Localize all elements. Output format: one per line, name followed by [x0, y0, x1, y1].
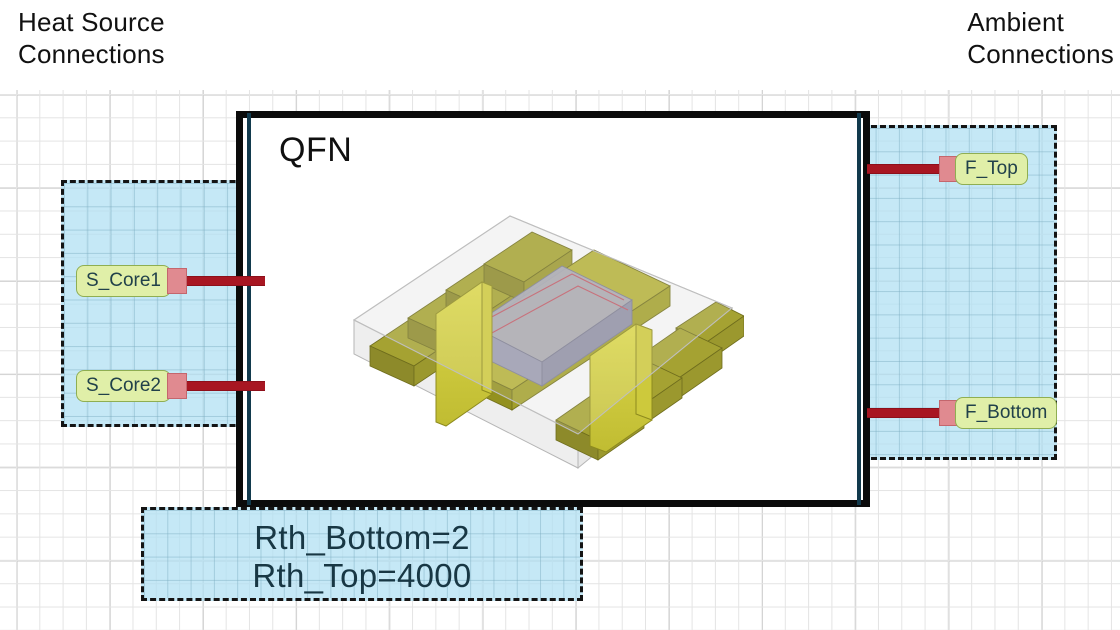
package-title: QFN	[279, 131, 353, 169]
lead-frame-fins	[435, 281, 653, 453]
parameters-text: Rth_Bottom=2 Rth_Top=4000	[252, 519, 472, 594]
connection-label[interactable]: S_Core2	[76, 370, 171, 402]
connection-label[interactable]: S_Core1	[76, 265, 171, 297]
connection-wire	[187, 381, 265, 391]
connection-s-core2[interactable]: S_Core2	[76, 369, 265, 403]
parameters-annotation-box[interactable]: Rth_Bottom=2 Rth_Top=4000	[141, 507, 583, 601]
package-left-edge-stripe	[247, 113, 251, 505]
connection-wire	[867, 164, 939, 174]
silicon-die	[471, 265, 633, 387]
connector-port-icon[interactable]	[167, 268, 187, 294]
connector-port-icon[interactable]	[167, 373, 187, 399]
qfn-package-3d-model	[340, 168, 744, 478]
connection-label[interactable]: F_Top	[955, 153, 1028, 185]
connection-f-bottom[interactable]: F_Bottom	[867, 396, 1058, 430]
heat-source-connections-heading: Heat Source Connections	[18, 7, 165, 69]
connection-wire	[187, 276, 265, 286]
mold-compound-lid	[352, 215, 734, 435]
qfn-package-block[interactable]	[236, 111, 870, 507]
package-right-edge-stripe	[857, 113, 861, 505]
connection-wire	[867, 408, 939, 418]
ambient-connections-heading: Ambient Connections	[967, 7, 1114, 69]
connection-f-top[interactable]: F_Top	[867, 152, 1028, 186]
connection-s-core1[interactable]: S_Core1	[76, 264, 265, 298]
connection-label[interactable]: F_Bottom	[955, 397, 1058, 429]
